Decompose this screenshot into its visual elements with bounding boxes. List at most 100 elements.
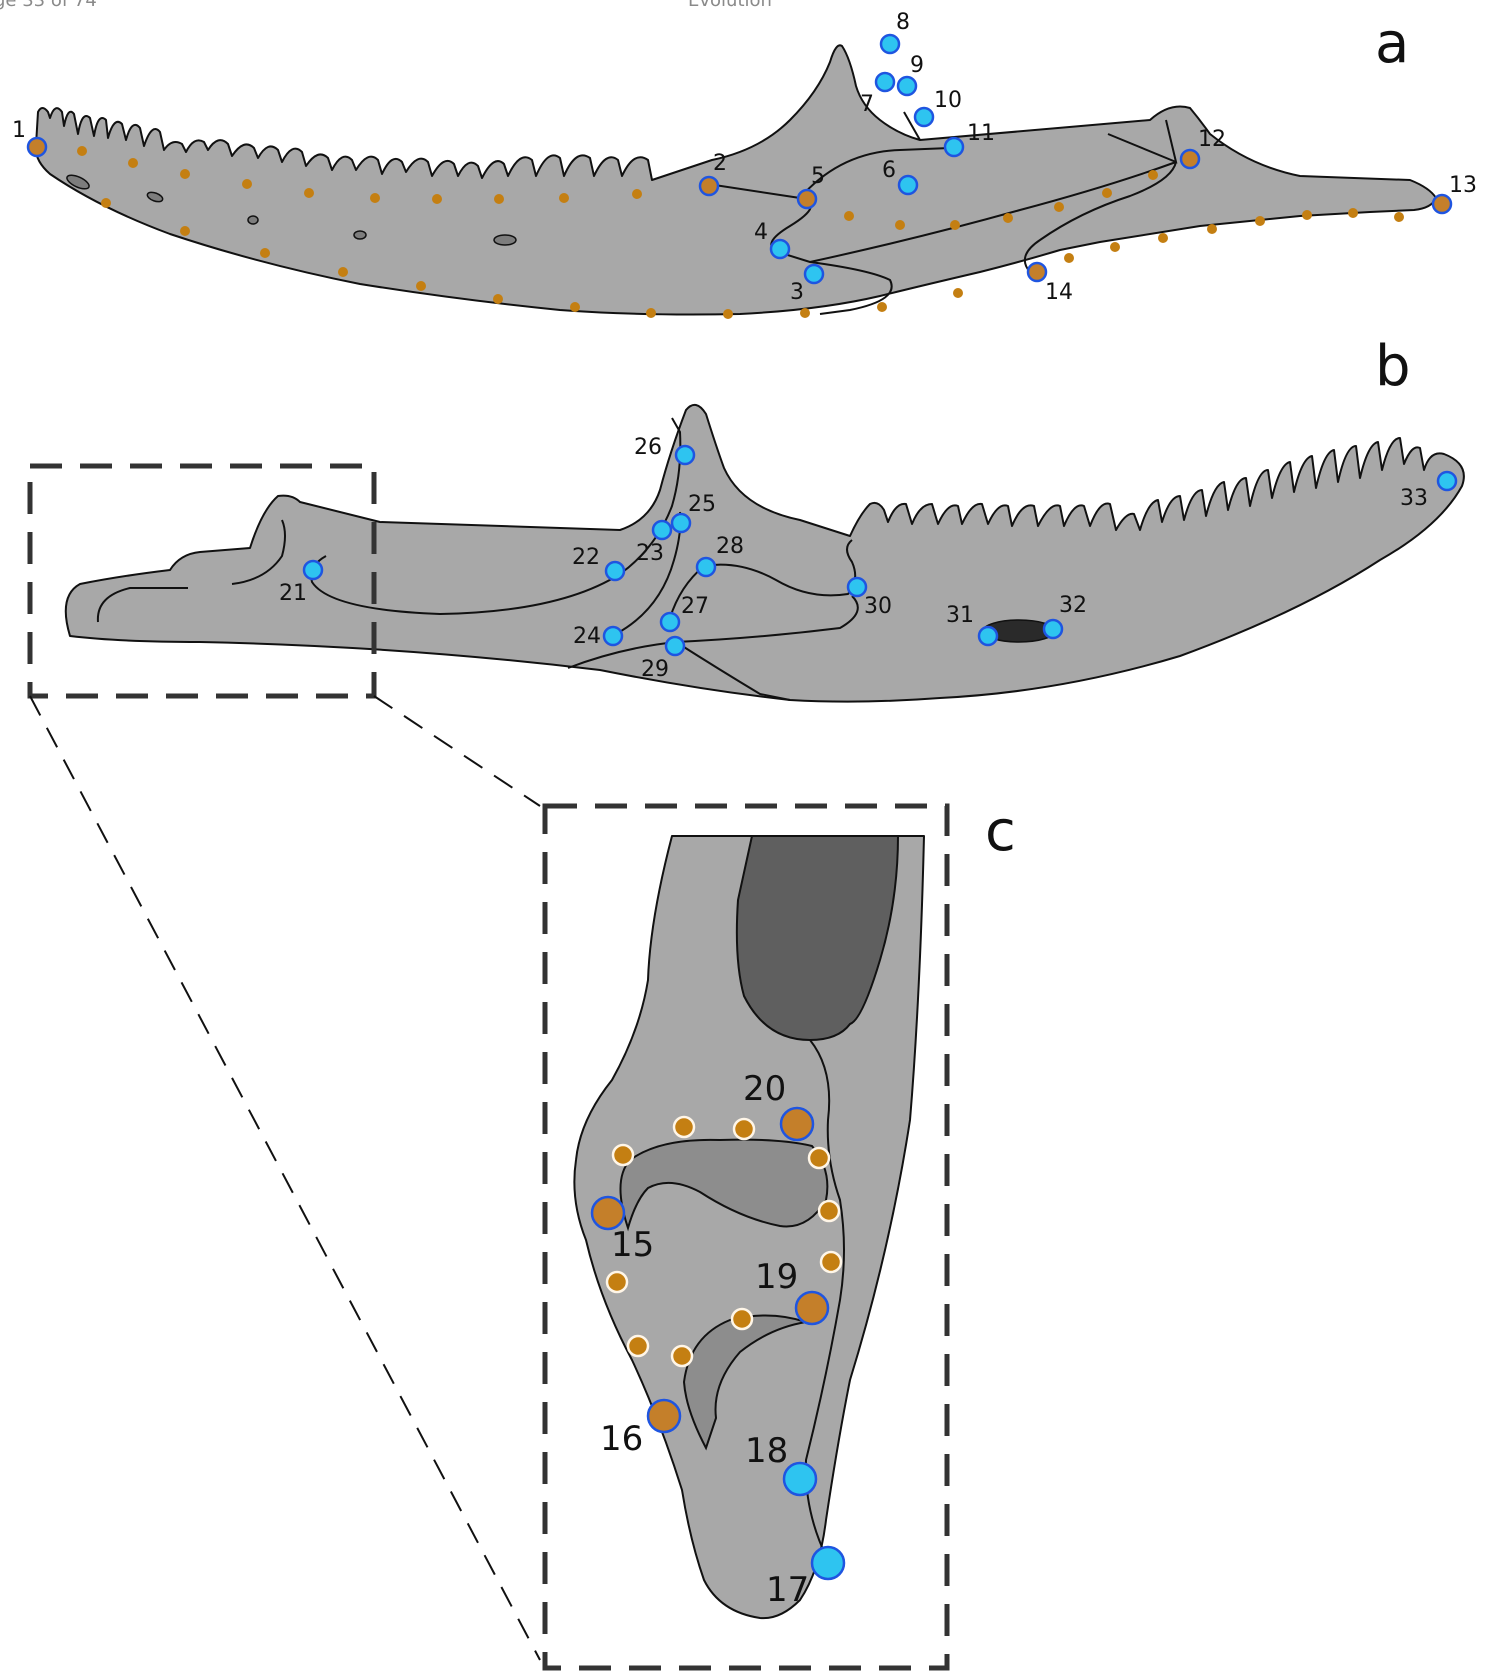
landmark-label: 14 <box>1045 280 1073 305</box>
landmark-3 <box>805 265 823 283</box>
landmark-label: 3 <box>790 280 804 305</box>
landmark-label: 6 <box>882 158 896 183</box>
landmark-label: 11 <box>967 121 995 146</box>
semilandmark <box>628 1336 648 1356</box>
landmark-label: 9 <box>910 53 924 78</box>
landmark-5 <box>798 190 816 208</box>
semilandmark <box>260 248 270 258</box>
landmark-label: 7 <box>860 92 874 117</box>
landmark-1 <box>28 138 46 156</box>
landmark-17 <box>812 1547 844 1579</box>
landmark-label: 23 <box>636 541 664 566</box>
semilandmark <box>734 1119 754 1139</box>
panel-label-b: b <box>1375 334 1411 399</box>
semilandmark <box>732 1309 752 1329</box>
semilandmark <box>493 294 503 304</box>
semilandmark <box>607 1272 627 1292</box>
landmark-11 <box>945 138 963 156</box>
landmark-label: 32 <box>1059 593 1087 618</box>
landmark-label: 8 <box>896 10 910 35</box>
semilandmark <box>1302 210 1312 220</box>
landmark-4 <box>771 240 789 258</box>
semilandmark <box>416 281 426 291</box>
landmark-10 <box>915 108 933 126</box>
landmark-label: 1 <box>12 118 26 143</box>
semilandmark <box>1158 233 1168 243</box>
semilandmark <box>242 179 252 189</box>
landmark-label: 12 <box>1198 127 1226 152</box>
landmark-label: 10 <box>934 88 962 113</box>
landmark-6 <box>899 176 917 194</box>
landmark-label: 30 <box>864 594 892 619</box>
zoom-connector-left <box>30 696 540 1660</box>
semilandmark <box>1003 213 1013 223</box>
landmark-label: 27 <box>681 594 709 619</box>
panel-c-articular-region: 15 16 17 18 19 20 <box>574 836 924 1618</box>
landmark-31 <box>979 627 997 645</box>
panel-label-c: c <box>985 799 1016 864</box>
semilandmark <box>77 146 87 156</box>
panel-b-jaw-outline <box>66 405 1464 702</box>
landmark-20 <box>781 1108 813 1140</box>
semilandmark <box>1348 208 1358 218</box>
landmark-label: 33 <box>1400 486 1428 511</box>
semilandmark <box>570 302 580 312</box>
landmark-label: 18 <box>745 1431 788 1471</box>
landmark-label: 21 <box>279 581 307 606</box>
landmark-label: 15 <box>611 1225 654 1265</box>
landmark-27 <box>661 613 679 631</box>
semilandmark <box>432 194 442 204</box>
semilandmark <box>1054 202 1064 212</box>
panel-label-a: a <box>1375 11 1409 76</box>
semilandmark <box>1255 216 1265 226</box>
semilandmark <box>632 189 642 199</box>
panel-a-jaw: 1 2 3 4 5 6 7 8 9 10 11 12 13 14 a <box>12 10 1477 319</box>
landmark-label: 2 <box>713 151 727 176</box>
semilandmark <box>1064 253 1074 263</box>
semilandmark <box>1102 188 1112 198</box>
panel-a-foramen-5 <box>494 235 516 245</box>
landmark-label: 16 <box>600 1419 643 1459</box>
semilandmark <box>304 188 314 198</box>
landmark-label: 19 <box>755 1257 798 1297</box>
landmark-2 <box>700 177 718 195</box>
semilandmark <box>953 288 963 298</box>
landmark-label: 28 <box>716 534 744 559</box>
semilandmark <box>723 309 733 319</box>
landmark-29 <box>666 637 684 655</box>
semilandmark <box>1394 212 1404 222</box>
landmark-12 <box>1181 150 1199 168</box>
semilandmark <box>646 308 656 318</box>
landmark-23 <box>653 521 671 539</box>
panel-b-jaw: 21 22 23 24 25 26 27 28 29 30 31 32 33 b <box>66 334 1464 702</box>
semilandmark <box>674 1117 694 1137</box>
landmark-18 <box>784 1463 816 1495</box>
landmark-19 <box>796 1292 828 1324</box>
semilandmark <box>1110 242 1120 252</box>
landmark-33 <box>1438 472 1456 490</box>
landmark-label: 26 <box>634 435 662 460</box>
semilandmark <box>180 169 190 179</box>
semilandmark <box>821 1252 841 1272</box>
semilandmark <box>672 1346 692 1366</box>
semilandmark <box>128 158 138 168</box>
zoom-connector-right <box>374 696 540 806</box>
semilandmark <box>844 211 854 221</box>
landmark-24 <box>604 627 622 645</box>
semilandmark <box>101 198 111 208</box>
landmark-9 <box>898 77 916 95</box>
landmark-16 <box>648 1400 680 1432</box>
landmark-22 <box>606 562 624 580</box>
semilandmark <box>338 267 348 277</box>
semilandmark <box>494 194 504 204</box>
landmark-label: 4 <box>754 220 768 245</box>
landmark-label: 17 <box>766 1570 809 1610</box>
semilandmark <box>1207 224 1217 234</box>
semilandmark <box>180 226 190 236</box>
semilandmark <box>809 1148 829 1168</box>
panel-a-foramen-3 <box>248 216 258 224</box>
landmark-8 <box>881 35 899 53</box>
landmark-label: 25 <box>688 492 716 517</box>
landmark-26 <box>676 446 694 464</box>
